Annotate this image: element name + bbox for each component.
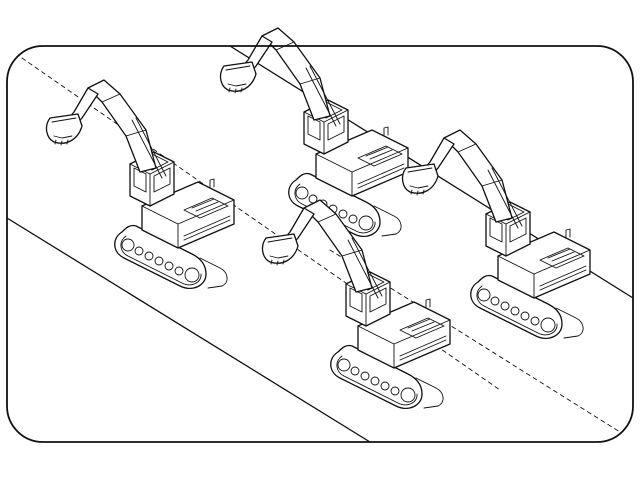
road-edge-left (7, 217, 371, 442)
excavator-3 (401, 129, 591, 340)
lane-divider-1 (21, 57, 501, 391)
excavator-1 (45, 79, 235, 290)
diagram-frame (6, 45, 634, 443)
